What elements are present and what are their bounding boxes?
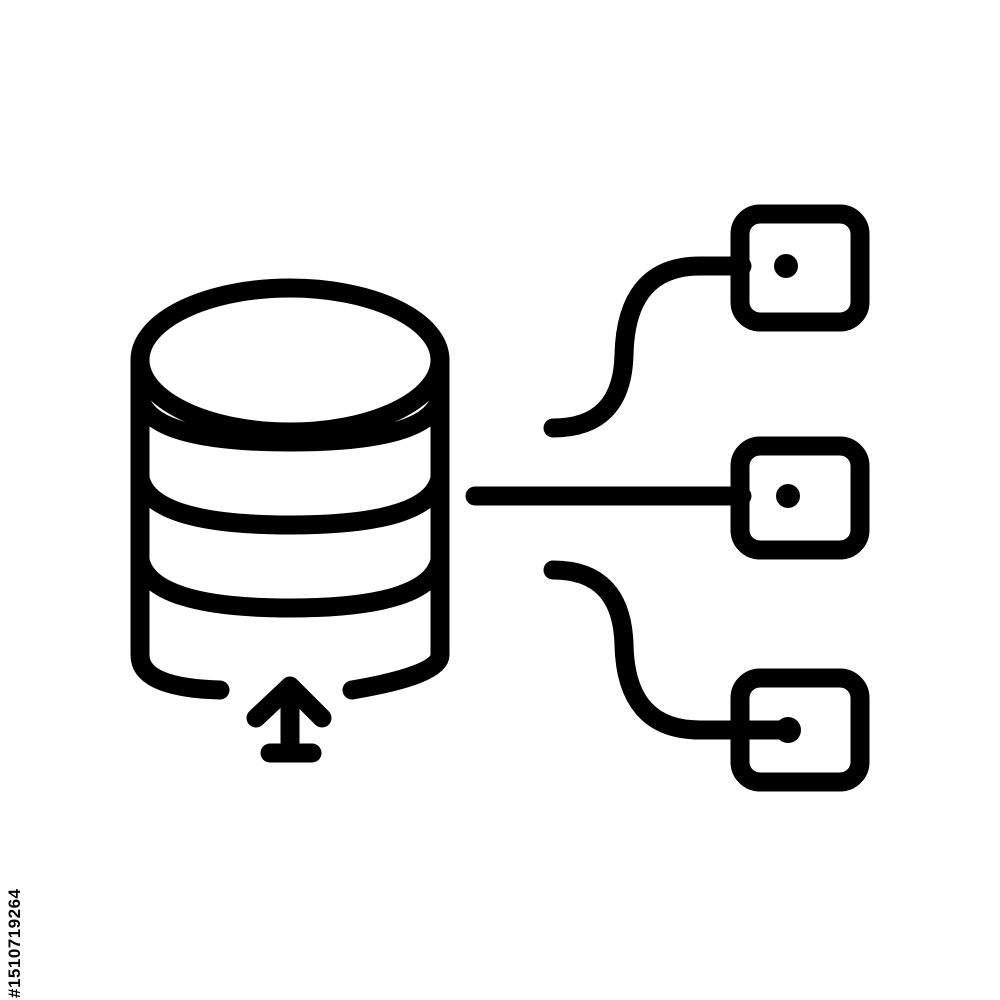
- connector-lines: [465, 256, 798, 740]
- connector-line-top: [543, 256, 752, 438]
- node-dot-icon: [774, 254, 798, 278]
- node-box-bottom: [730, 668, 870, 792]
- database-top-ellipse: [130, 278, 450, 442]
- database-left-wall: [130, 350, 230, 700]
- database-band-3: [130, 550, 450, 618]
- node-box-top: [730, 204, 870, 332]
- node-dot-icon: [775, 717, 801, 743]
- connector-line-bottom: [543, 560, 798, 740]
- node-box-icon: [730, 668, 870, 792]
- node-dot-icon: [776, 484, 800, 508]
- node-box-icon: [730, 204, 870, 332]
- node-box-icon: [730, 436, 870, 560]
- node-box-middle: [730, 436, 870, 560]
- database-icon: [130, 278, 450, 700]
- stock-id-label: #1510719264: [5, 888, 24, 998]
- database-right-wall: [342, 350, 450, 700]
- database-band-1: [130, 388, 450, 452]
- database-band-2: [130, 468, 450, 535]
- upload-arrow-icon: [246, 676, 332, 763]
